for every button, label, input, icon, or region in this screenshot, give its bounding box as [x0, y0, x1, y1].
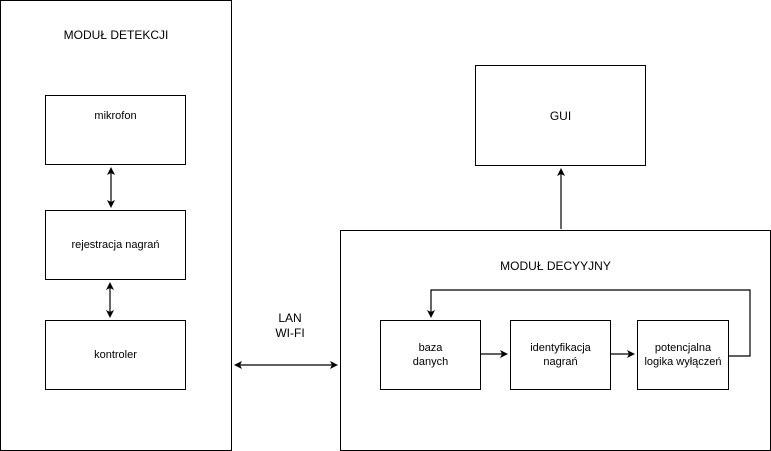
- microphone-label: mikrofon: [94, 110, 137, 122]
- controller-label: kontroler: [94, 349, 137, 361]
- logic-database-feedback-arrow: [427, 289, 751, 357]
- identification-label-1: identyfikacja: [530, 342, 591, 354]
- gui-label: GUI: [549, 108, 572, 123]
- connection-wifi: WI-FI: [275, 326, 305, 340]
- database-box: baza danych: [380, 320, 481, 390]
- recording-box: rejestracja nagrań: [45, 210, 186, 280]
- identification-box: identyfikacja nagrań: [510, 320, 611, 390]
- detection-module-title: MODUŁ DETEKCJI: [63, 28, 169, 42]
- identification-label-2: nagrań: [543, 356, 578, 368]
- decision-module-title: MODUŁ DECYYJNY: [500, 259, 611, 273]
- database-label-2: danych: [412, 356, 449, 368]
- exclusion-logic-box: potencjalna logika wyłączeń: [637, 320, 729, 390]
- connection-label: LAN WI-FI: [262, 311, 318, 341]
- exclusion-logic-label-1: potencjalna: [654, 342, 712, 354]
- controller-box: kontroler: [45, 320, 186, 390]
- database-label-1: baza: [418, 342, 443, 354]
- microphone-box: mikrofon: [45, 95, 186, 165]
- exclusion-logic-label-2: logika wyłączeń: [644, 356, 722, 368]
- gui-box: GUI: [475, 65, 646, 166]
- connection-lan: LAN: [278, 311, 302, 325]
- recording-label: rejestracja nagrań: [71, 239, 160, 251]
